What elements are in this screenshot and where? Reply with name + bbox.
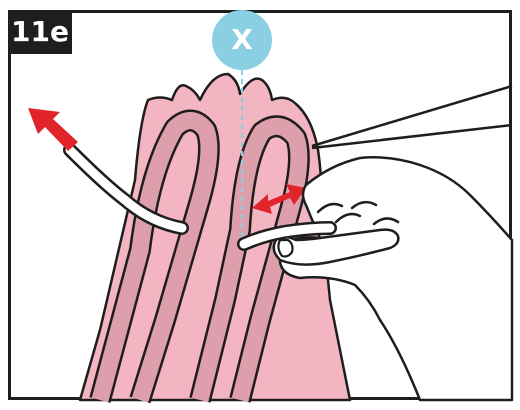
step-badge: 11e (8, 10, 72, 54)
position-marker-label: X (212, 10, 272, 70)
thumbnail (278, 240, 292, 257)
arrow-up-left-icon (28, 108, 78, 151)
